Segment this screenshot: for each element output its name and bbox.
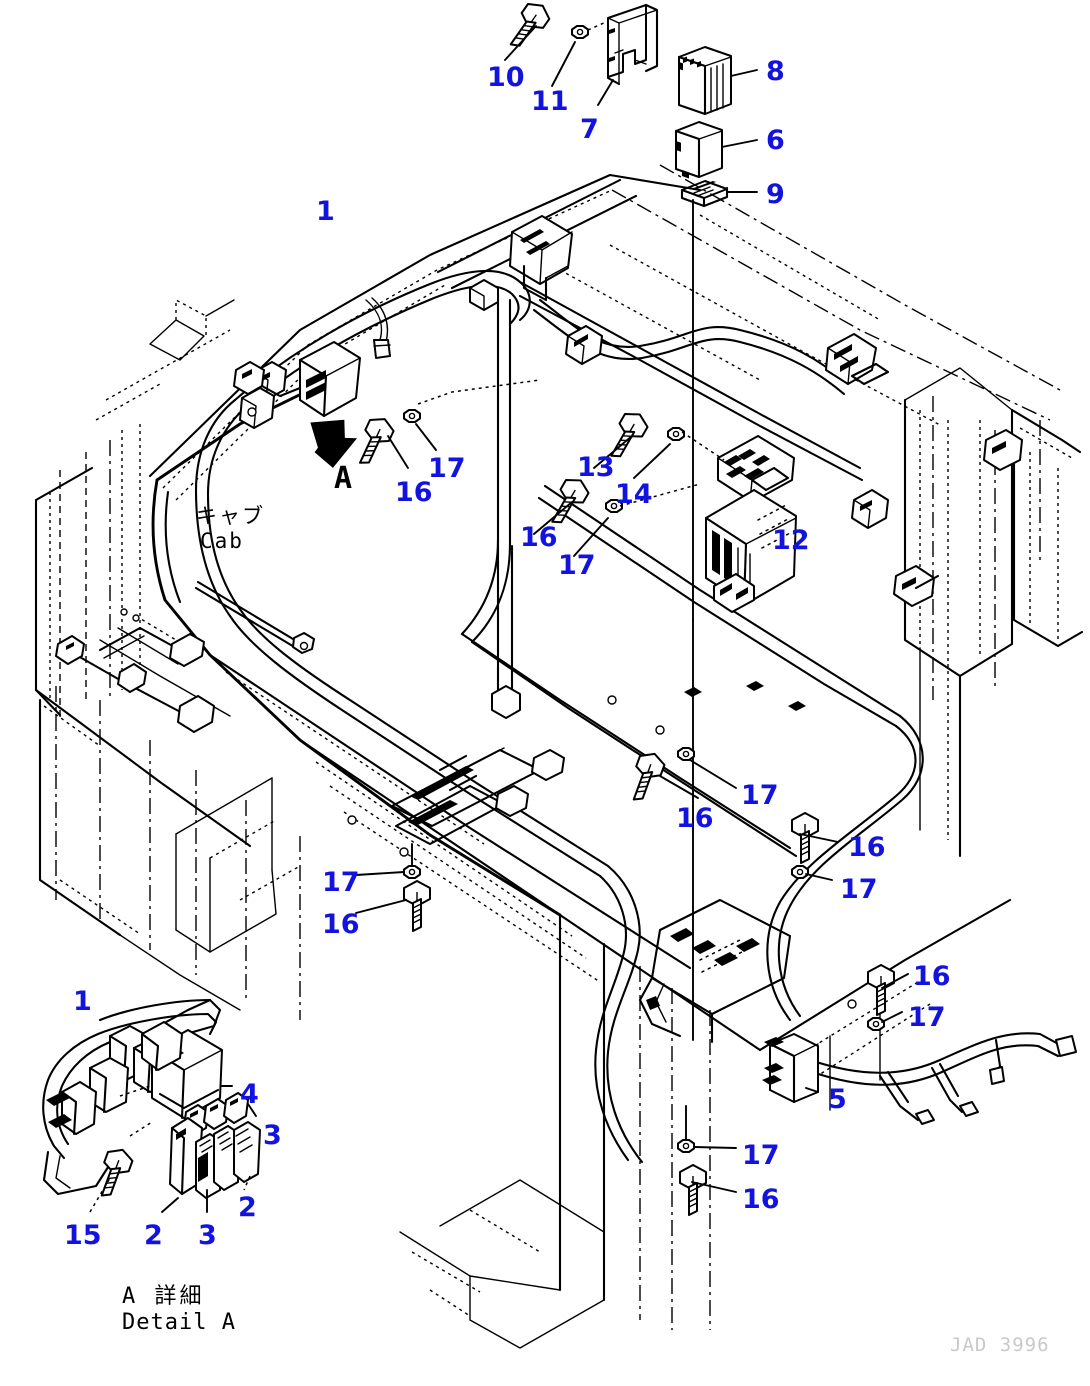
callout-1: 1 [73,986,92,1017]
callout-4: 4 [240,1079,259,1110]
callout-17: 17 [322,867,360,898]
part-8-relay [677,46,732,116]
callout-17: 17 [428,453,466,484]
callout-16: 16 [848,832,886,863]
section-arrow-a [310,419,358,468]
callout-17: 17 [742,1140,780,1171]
detail-title-jp: A 詳細 [122,1284,205,1309]
interior-rails [390,747,565,846]
callout-2: 2 [144,1220,163,1251]
harness-junction-center [638,898,792,1044]
drawing-number: JAD 3996 [950,1334,1050,1356]
callout-17: 17 [840,874,878,905]
callout-17: 17 [558,550,596,581]
callout-11: 11 [531,86,569,117]
callout-10: 10 [487,62,525,93]
callout-8: 8 [766,56,785,87]
callout-15: 15 [64,1220,102,1251]
exploded-parts-top [502,0,758,1041]
harness-connectors [55,215,1023,1216]
callout-6: 6 [766,125,785,156]
callout-5: 5 [828,1084,847,1115]
callout-17: 17 [908,1002,946,1033]
connector-detail-a-target [298,341,361,418]
callout-16: 16 [322,909,360,940]
callout-16: 16 [395,477,433,508]
part-2-terminals-left [169,1117,203,1196]
part-6-relay [674,121,723,179]
callout-16: 16 [742,1184,780,1215]
callout-1: 1 [316,196,335,227]
clamp-left-2 [239,387,275,429]
connector-top-center [509,215,573,302]
callout-13: 13 [577,452,615,483]
terminals-upper-left [233,361,302,398]
part-7-bracket [606,3,659,86]
part-5-box [762,1033,819,1104]
callout-9: 9 [766,179,785,210]
pillar-clamps-right [851,429,1023,607]
interior-small-parts-left [55,626,215,733]
connector-roof-right [565,325,603,365]
callout-16: 16 [913,961,951,992]
detail-title-en: Detail A [122,1310,236,1335]
part-9-plate [680,180,729,208]
callout-2: 2 [238,1192,257,1223]
section-marker-a: A [334,461,353,496]
part-12-relay-block [704,435,797,613]
callout-7: 7 [580,114,599,145]
callout-12: 12 [772,525,810,556]
callout-16: 16 [676,803,714,834]
cab-region-label-jp: キャブ [196,504,265,528]
callout-17: 17 [741,780,779,811]
grommet-roof [469,279,499,311]
callout-16: 16 [520,522,558,553]
callout-3: 3 [198,1220,217,1251]
detail-a-view [42,998,261,1213]
callout-14: 14 [615,479,653,510]
connector-roof-far-right [825,333,890,386]
callout-3: 3 [263,1120,282,1151]
part-2-terminals-right [233,1121,261,1183]
cab-region-label-en: Cab [200,529,244,553]
